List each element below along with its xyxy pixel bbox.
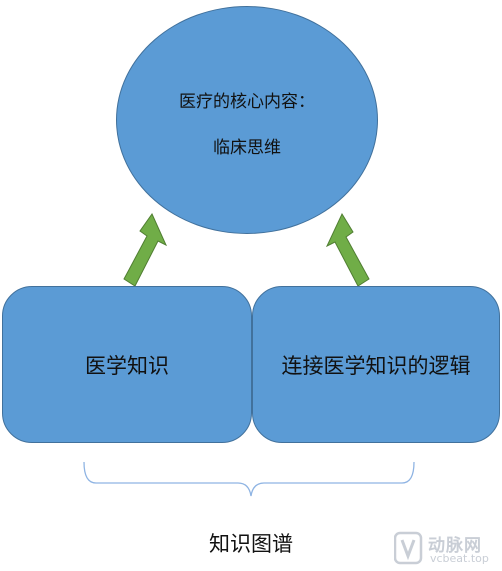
knowledge-logic-label: 连接医学知识的逻辑	[281, 353, 471, 378]
watermark-title: 动脉网	[428, 536, 482, 556]
watermark: 动脉网 vcbeat.top	[393, 531, 498, 567]
knowledge-graph-caption: 知识图谱	[209, 532, 293, 556]
left-up-arrow	[123, 212, 168, 287]
right-up-arrow	[325, 212, 370, 287]
logo-icon	[393, 531, 423, 565]
medical-knowledge-box: 医学知识	[2, 286, 252, 443]
core-subtitle: 临床思维	[213, 138, 281, 158]
watermark-site: vcbeat.top	[430, 552, 489, 565]
core-content-circle: 医疗的核心内容： 临床思维	[116, 6, 378, 234]
core-title: 医疗的核心内容：	[179, 92, 315, 112]
knowledge-logic-box: 连接医学知识的逻辑	[252, 286, 500, 443]
medical-knowledge-label: 医学知识	[85, 353, 169, 378]
